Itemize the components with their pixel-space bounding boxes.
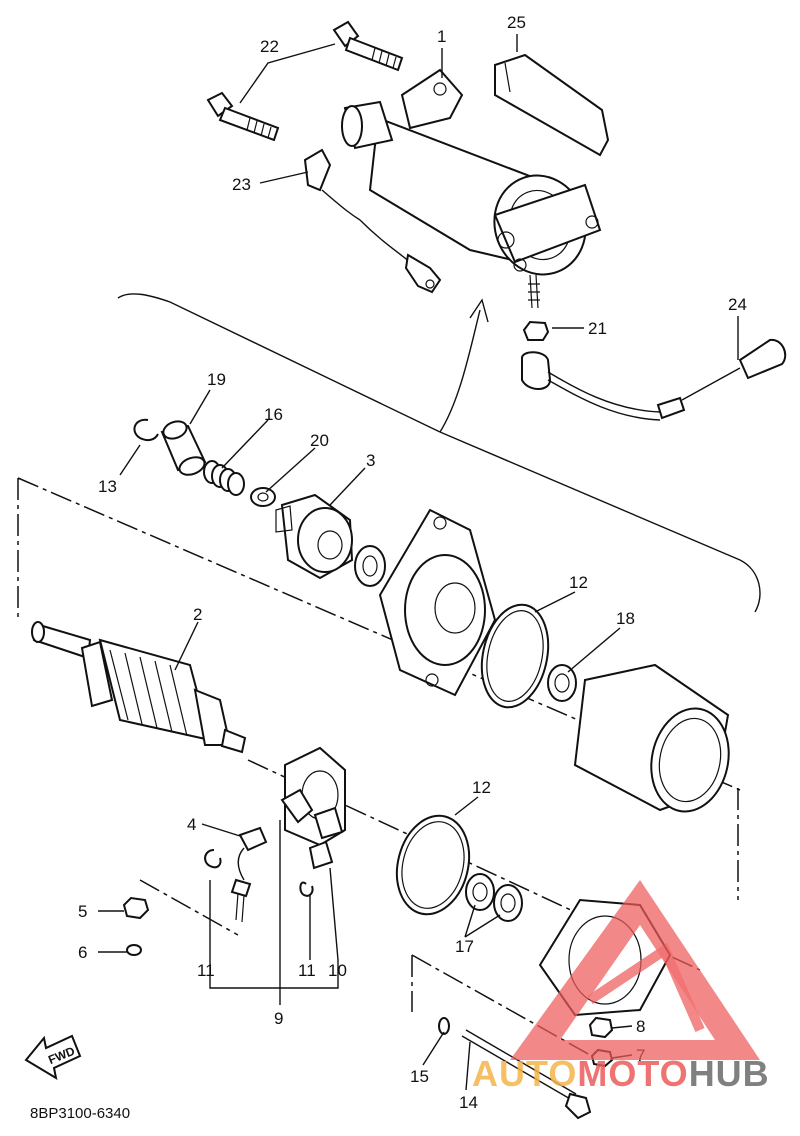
watermark-auto: AUTOMOTOHUB [472, 1053, 770, 1094]
part-3-starter-clutch [275, 493, 354, 580]
part-14-through-bolt [461, 1029, 592, 1120]
label-part-12-lower: 12 [472, 778, 491, 797]
part-24-starter-cable [521, 338, 787, 421]
part-11-circlip-right [299, 881, 314, 897]
label-part-22: 22 [260, 37, 279, 56]
part-25-insulator-pad [494, 53, 610, 157]
part-front-cover [378, 508, 497, 697]
label-part-2: 2 [193, 605, 202, 624]
assembly-arrow-head [469, 298, 489, 323]
fwd-direction-arrow: FWD [24, 1034, 82, 1081]
label-part-8: 8 [636, 1017, 645, 1036]
label-part-23: 23 [232, 175, 251, 194]
part-screw [230, 878, 252, 923]
exploded-bracket-curve [117, 293, 441, 433]
part-2-armature [31, 621, 247, 754]
label-part-25: 25 [507, 13, 526, 32]
label-part-1: 1 [437, 27, 446, 46]
watermark-inner-stroke [587, 942, 705, 1033]
starter-motor-assembly [341, 68, 602, 309]
label-part-6: 6 [78, 943, 87, 962]
part-21-nut [522, 320, 550, 341]
part-18-washer [547, 664, 577, 702]
part-8-nut [588, 1016, 614, 1039]
label-part-4: 4 [187, 815, 196, 834]
assembly-arrow-shaft [439, 309, 481, 433]
part-number-labels: 1 25 22 23 21 24 19 16 20 3 13 12 18 2 4… [78, 13, 747, 1112]
label-part-24: 24 [728, 295, 747, 314]
part-9-brush-holder [280, 788, 344, 840]
exploded-bracket-right [439, 431, 761, 613]
part-19-collar [160, 420, 207, 476]
part-11-circlip-left [204, 849, 222, 869]
part-15-washer [438, 1017, 450, 1035]
watermark-triangle-icon [510, 880, 760, 1060]
diagram-code: 8BP3100-6340 [30, 1105, 130, 1122]
label-part-15: 15 [410, 1067, 429, 1086]
part-12-o-ring-upper [480, 603, 550, 709]
part-washer-spacer [354, 545, 386, 587]
label-part-3: 3 [366, 451, 375, 470]
label-part-9: 9 [274, 1009, 283, 1028]
part-16-spring [203, 460, 245, 496]
label-part-16: 16 [264, 405, 283, 424]
assembly-axis-line-lower [139, 879, 591, 1056]
label-part-11-right: 11 [298, 961, 316, 980]
part-5-nut [122, 896, 150, 920]
part-17-washers [465, 873, 523, 922]
watermark-logo: AUTOMOTOHUB [472, 880, 770, 1094]
part-12-o-ring-upper-inner [486, 610, 544, 702]
label-part-13: 13 [98, 477, 117, 496]
part-22-bolts [206, 20, 404, 142]
label-part-5: 5 [78, 902, 87, 921]
part-10-brush [308, 840, 334, 870]
part-23-ground-lead [303, 148, 442, 294]
part-13-circlip [133, 418, 159, 442]
part-yoke-housing [573, 663, 730, 813]
label-part-10: 10 [328, 961, 347, 980]
label-part-17: 17 [455, 937, 474, 956]
label-part-21: 21 [588, 319, 607, 338]
part-20-washer [250, 487, 276, 507]
part-6-washer [126, 944, 142, 956]
label-part-20: 20 [310, 431, 329, 450]
label-part-14: 14 [459, 1093, 478, 1112]
label-part-11-left: 11 [197, 961, 215, 980]
part-12-o-ring-lower-inner [401, 821, 465, 909]
label-part-12-upper: 12 [569, 573, 588, 592]
part-12-o-ring-lower [395, 814, 471, 916]
label-part-19: 19 [207, 370, 226, 389]
part-4-brush [237, 826, 268, 881]
label-part-18: 18 [616, 609, 635, 628]
